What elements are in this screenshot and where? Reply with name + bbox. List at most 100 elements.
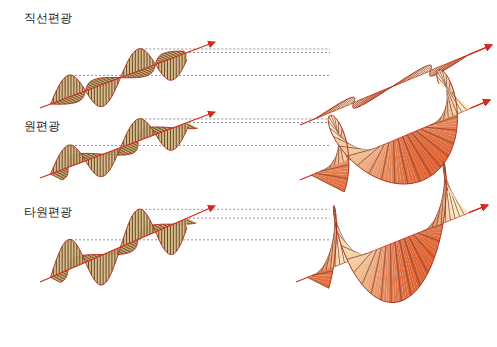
field-hatch	[141, 119, 142, 140]
field-hatch	[179, 56, 180, 75]
polarization-label: 원편광	[22, 118, 62, 135]
guide-line	[189, 122, 330, 123]
field-hatch	[132, 143, 138, 146]
field-tip-curve	[315, 55, 469, 119]
field-sweep	[358, 94, 374, 107]
field-hatch	[91, 81, 100, 85]
field-hatch	[135, 51, 136, 72]
field-hatch	[147, 215, 148, 236]
field-hatch	[97, 86, 98, 105]
field-hatch	[53, 276, 63, 281]
field-hatch	[161, 229, 162, 245]
guide-line	[141, 209, 330, 210]
vertical-field-fill	[51, 49, 188, 107]
field-hatch	[173, 224, 174, 254]
field-hatch	[111, 251, 112, 272]
field-sweep	[418, 233, 440, 241]
field-hatch	[70, 75, 71, 96]
field-hatch	[170, 225, 171, 254]
guide-line	[71, 75, 330, 76]
field-hatch	[51, 277, 61, 282]
field-sweep	[424, 127, 456, 133]
field-hatch	[164, 131, 165, 147]
field-hatch	[176, 57, 177, 78]
field-hatch	[103, 154, 104, 176]
field-hatch	[138, 71, 147, 76]
field-hatch	[103, 84, 104, 106]
resultant-waves	[296, 45, 492, 303]
field-hatch	[129, 222, 130, 244]
propagation-axis	[469, 45, 492, 55]
field-hatch	[176, 223, 177, 252]
field-hatch	[138, 209, 139, 239]
field-hatch	[59, 85, 60, 101]
resultant-wave	[300, 70, 490, 193]
field-vector	[390, 244, 392, 302]
field-hatch	[73, 146, 74, 165]
field-sweep	[446, 182, 467, 214]
field-sweep	[439, 70, 457, 115]
field-hatch	[71, 96, 80, 100]
field-sweep	[361, 93, 377, 106]
field-sweep	[425, 127, 457, 131]
field-hatch	[144, 120, 145, 139]
field-hatch	[79, 82, 80, 93]
field-sweep	[340, 97, 354, 108]
field-vector	[393, 141, 394, 184]
field-hatch	[182, 54, 183, 69]
field-hatch	[135, 121, 136, 142]
field-hatch	[94, 258, 95, 279]
field-hatch	[109, 252, 110, 278]
field-hatch	[164, 228, 165, 250]
field-hatch	[68, 97, 77, 102]
field-hatch	[97, 79, 106, 83]
field-hatch	[100, 85, 101, 106]
guide-line	[71, 239, 330, 240]
field-hatch	[170, 129, 171, 150]
polarization-label: 타원편광	[22, 204, 74, 221]
guide-line	[189, 218, 330, 219]
field-hatch	[106, 83, 107, 104]
field-hatch	[168, 52, 177, 56]
field-hatch	[149, 56, 150, 67]
field-sweep	[437, 78, 469, 109]
field-hatch	[59, 252, 60, 273]
field-hatch	[138, 119, 139, 141]
vertical-field-curve	[51, 49, 188, 107]
field-hatch	[144, 211, 145, 237]
field-vector	[425, 127, 456, 130]
field-hatch	[97, 257, 98, 283]
field-hatch	[167, 227, 168, 253]
field-hatch	[51, 174, 62, 180]
field-hatch	[68, 75, 69, 97]
vertical-field-fill	[51, 119, 188, 177]
field-sweep	[360, 94, 376, 107]
field-hatch	[111, 151, 112, 166]
field-hatch	[91, 89, 92, 100]
field-hatch	[100, 256, 101, 285]
field-tip-curve	[329, 162, 448, 303]
field-hatch	[138, 49, 139, 71]
vertical-field-curve	[51, 119, 188, 177]
field-hatch	[162, 54, 171, 58]
field-hatch	[59, 155, 60, 171]
field-sweep	[310, 275, 332, 279]
field-tip-curve	[328, 70, 457, 193]
field-vector	[312, 271, 333, 276]
field-hatch	[79, 250, 80, 265]
field-vector	[439, 70, 457, 114]
field-sweep	[438, 70, 458, 114]
field-hatch	[100, 155, 101, 176]
field-hatch	[129, 58, 130, 74]
field-sweep	[363, 93, 378, 105]
field-hatch	[94, 87, 95, 103]
field-hatch	[70, 240, 71, 269]
field-hatch	[164, 53, 173, 58]
field-hatch	[170, 59, 171, 80]
field-hatch	[161, 62, 162, 74]
field-hatch	[173, 128, 174, 150]
field-hatch	[135, 72, 144, 76]
guide-line	[141, 118, 330, 119]
